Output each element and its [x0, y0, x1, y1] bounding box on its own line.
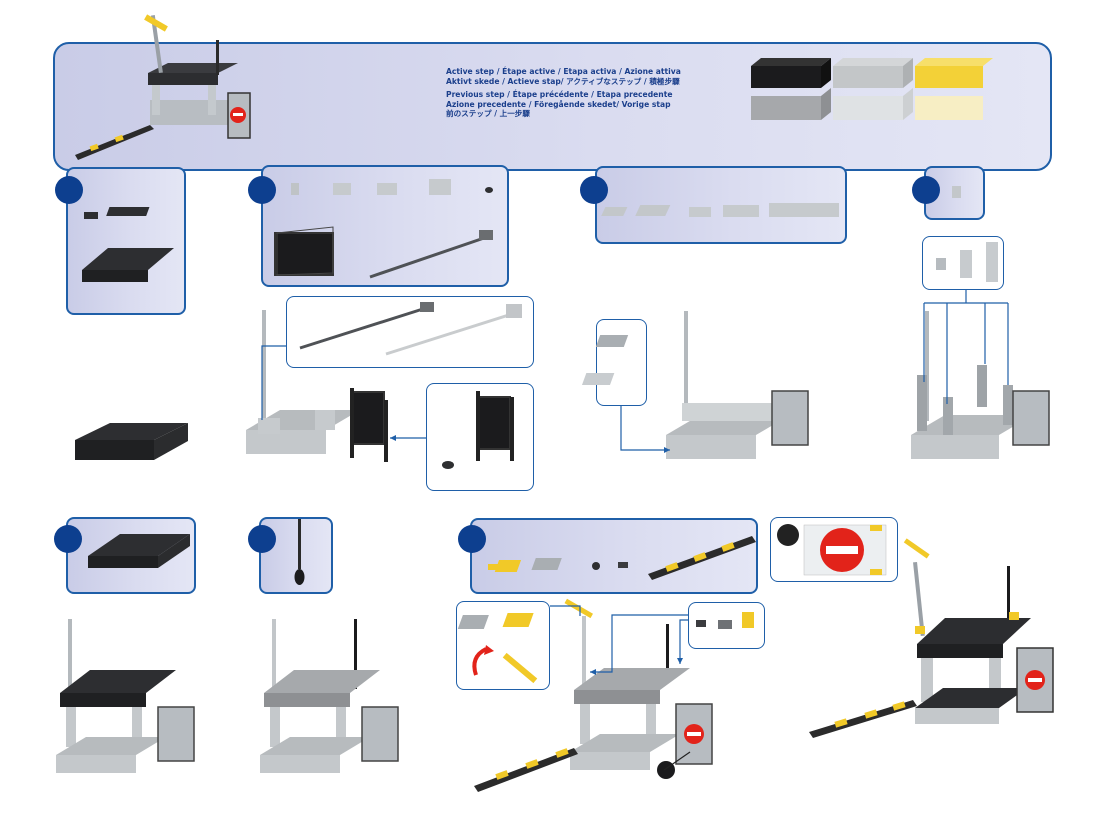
- sticker-badge: [777, 524, 799, 546]
- final-model-illustration: [805, 540, 1065, 740]
